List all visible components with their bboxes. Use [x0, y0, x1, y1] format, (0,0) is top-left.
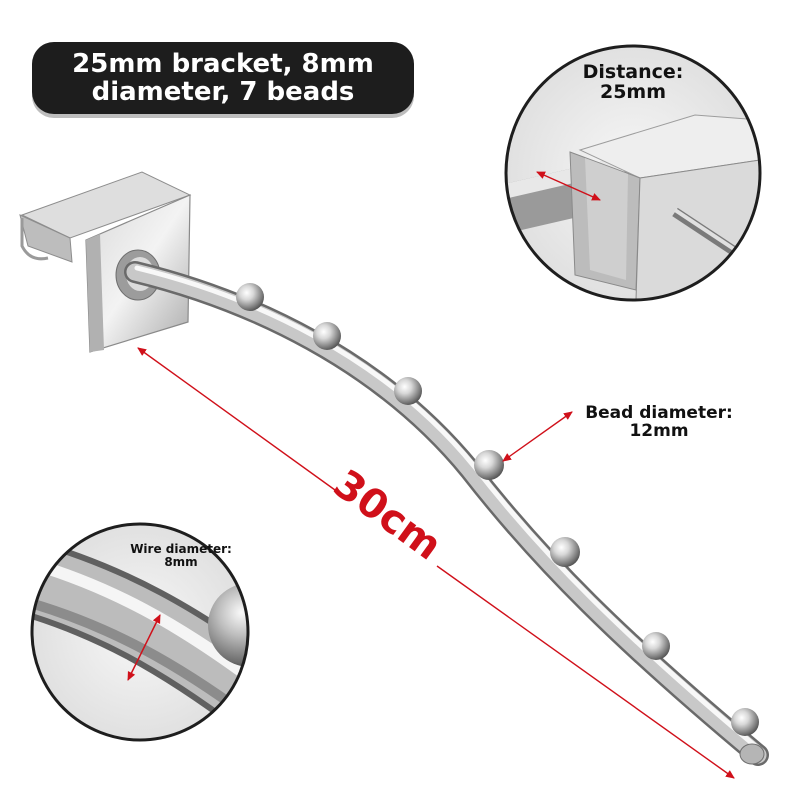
bead-diameter-arrow	[502, 411, 573, 462]
bead	[474, 450, 504, 480]
bead	[313, 322, 341, 350]
bead	[642, 632, 670, 660]
bead-diameter-label-title: Bead diameter:	[585, 403, 733, 423]
title-badge: 25mm bracket, 8mm diameter, 7 beads	[32, 42, 414, 114]
wire-diameter-label: Wire diameter: 8mm	[122, 543, 240, 568]
wire-diameter-label-title: Wire diameter:	[130, 542, 232, 556]
length-dimension	[137, 347, 735, 779]
distance-label-value: 25mm	[599, 80, 667, 103]
bead	[731, 708, 759, 736]
wire-detail-circle	[30, 522, 250, 742]
bead	[550, 537, 580, 567]
bead-diameter-label: Bead diameter: 12mm	[576, 403, 742, 441]
title-line-1: 25mm bracket, 8mm	[72, 49, 374, 79]
wire-diameter-label-value: 8mm	[164, 554, 198, 569]
distance-label-title: Distance:	[582, 61, 684, 83]
bead-row	[236, 283, 759, 736]
distance-detail-circle	[504, 44, 762, 302]
bead-diameter-label-value: 12mm	[629, 420, 689, 441]
bead	[394, 377, 422, 405]
bead	[236, 283, 264, 311]
title-line-2: diameter, 7 beads	[91, 77, 355, 107]
distance-label: Distance: 25mm	[566, 61, 700, 103]
bracket-clip	[19, 171, 192, 353]
